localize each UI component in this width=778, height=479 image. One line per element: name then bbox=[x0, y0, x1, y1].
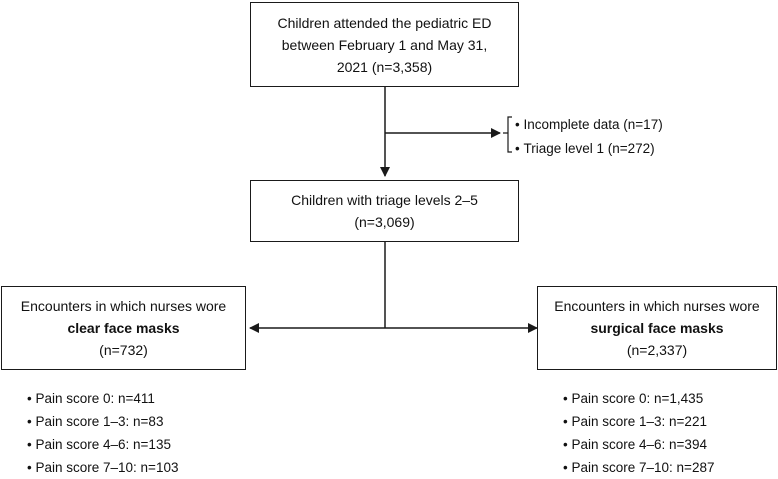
box-surgical-line-3: (n=2,337) bbox=[626, 342, 688, 358]
exclusion-item: Triage level 1 (n=272) bbox=[515, 137, 663, 161]
box-surgical-masks: Encounters in which nurses wore surgical… bbox=[537, 286, 777, 370]
box-clear-line-1: Encounters in which nurses wore bbox=[20, 298, 227, 314]
clear-mask-pain-list: Pain score 0: n=411 Pain score 1–3: n=83… bbox=[27, 387, 178, 479]
box-surgical-line-2: surgical face masks bbox=[590, 320, 724, 336]
exclusion-list: Incomplete data (n=17) Triage level 1 (n… bbox=[515, 113, 663, 161]
list-item: Pain score 1–3: n=221 bbox=[563, 410, 714, 433]
list-item: Pain score 0: n=1,435 bbox=[563, 387, 714, 410]
list-item: Pain score 1–3: n=83 bbox=[27, 410, 178, 433]
box-total-line-1: Children attended the pediatric ED bbox=[277, 14, 492, 31]
box-triage-line-1: Children with triage levels 2–5 bbox=[291, 192, 478, 208]
list-item: Pain score 4–6: n=135 bbox=[27, 433, 178, 456]
exclusion-item: Incomplete data (n=17) bbox=[515, 113, 662, 137]
list-item: Pain score 7–10: n=103 bbox=[27, 456, 178, 479]
box-surgical-line-1: Encounters in which nurses wore bbox=[554, 298, 760, 314]
box-clear-masks: Encounters in which nurses wore clear fa… bbox=[1, 286, 246, 370]
box-triage-line-2: (n=3,069) bbox=[354, 214, 415, 230]
box-total-line-2: between February 1 and May 31, bbox=[281, 36, 488, 53]
box-total-line-3: 2021 (n=3,358) bbox=[336, 58, 433, 75]
list-item: Pain score 7–10: n=287 bbox=[563, 456, 714, 479]
list-item: Pain score 4–6: n=394 bbox=[563, 433, 714, 456]
box-total-children: Children attended the pediatric ED betwe… bbox=[250, 2, 519, 87]
box-triage-children: Children with triage levels 2–5 (n=3,069… bbox=[250, 180, 519, 242]
box-clear-line-3: (n=732) bbox=[99, 342, 148, 358]
surgical-mask-pain-list: Pain score 0: n=1,435 Pain score 1–3: n=… bbox=[563, 387, 714, 479]
list-item: Pain score 0: n=411 bbox=[27, 387, 178, 410]
exclusion-bracket bbox=[503, 116, 512, 153]
box-clear-line-2: clear face masks bbox=[67, 320, 180, 336]
